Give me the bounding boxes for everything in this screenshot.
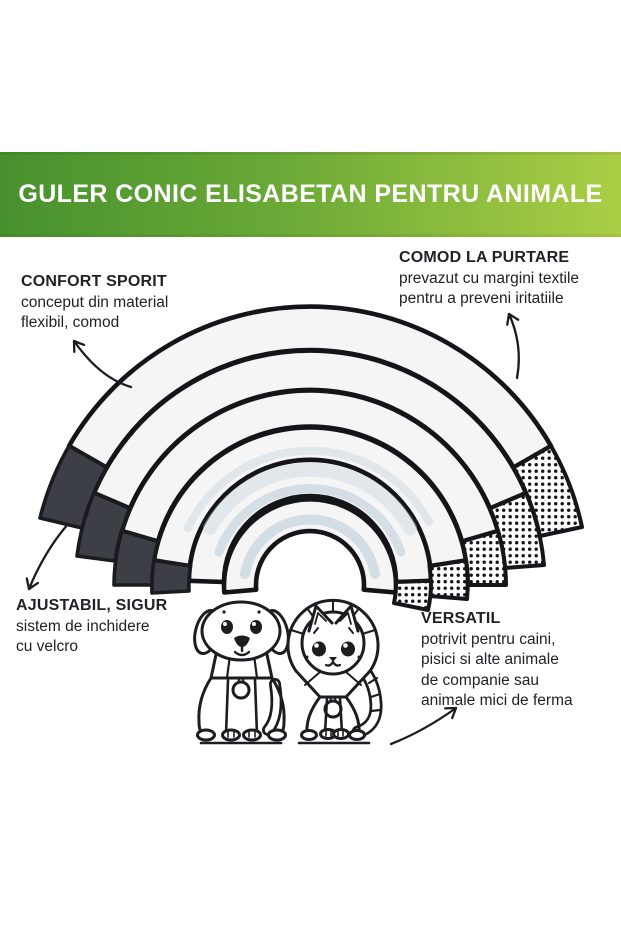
plastic-shading	[184, 446, 433, 579]
callout-line: potrivit pentru caini,	[421, 630, 556, 648]
cat-body	[305, 695, 322, 736]
callout-heading: CONFORT SPORIT	[21, 273, 167, 290]
dog-head	[200, 600, 282, 662]
cat-ear	[334, 604, 360, 633]
dog-body	[197, 676, 213, 738]
callout-heading: COMOD LA PURTARE	[399, 249, 570, 266]
callout-line: cu velcro	[16, 638, 79, 655]
velcro-tab-dotted	[427, 558, 470, 601]
velcro-loop-tabs	[392, 444, 584, 612]
cat-face	[305, 641, 361, 662]
cone-collar-fan-illustration	[38, 304, 584, 612]
callout-line: sistem de inchidere	[16, 617, 150, 635]
dog-face	[221, 610, 262, 647]
callout-ajustabil: AJUSTABIL, SIGUR sistem de inchidere cu …	[16, 596, 167, 658]
callout-line: animale mici de ferma	[421, 692, 573, 709]
callout-heading: AJUSTABIL, SIGUR	[16, 597, 168, 614]
callout-line: de companie sau	[421, 671, 540, 689]
callout-heading: VERSATIL	[421, 610, 501, 627]
arrow-to-confort	[72, 339, 133, 389]
dog-in-cone-illustration	[193, 600, 290, 745]
dog-paws	[196, 728, 287, 742]
arrow-to-ajustabil	[25, 522, 70, 591]
cat-tail-stripes	[367, 676, 382, 713]
velcro-tab-dark	[150, 558, 193, 595]
callout-confort: CONFORT SPORIT conceput din material fle…	[21, 272, 168, 334]
callout-line: pentru a preveni iritatiile	[399, 290, 564, 307]
callout-line: flexibil, comod	[21, 314, 120, 331]
arrow-to-comod	[506, 312, 520, 380]
callout-line: pisici si alte animale	[421, 651, 559, 668]
velcro-tab-dotted	[392, 578, 434, 612]
callout-versatil: VERSATIL potrivit pentru caini, pisici s…	[421, 609, 573, 712]
callout-line: prevazut cu margini textile	[399, 269, 580, 287]
velcro-tab-dotted	[511, 444, 584, 538]
velcro-tab-dark	[75, 491, 132, 563]
velcro-hook-tabs	[38, 444, 193, 595]
page-title: GULER CONIC ELISABETAN PENTRU ANIMALE	[18, 180, 603, 208]
arrow-to-versatil	[389, 706, 458, 746]
callout-line: conceput din material	[21, 293, 169, 311]
title-banner: GULER CONIC ELISABETAN PENTRU ANIMALE	[0, 152, 621, 237]
dog-tag	[231, 680, 251, 700]
cat-in-cone-illustration	[286, 598, 383, 745]
cat-paws	[300, 728, 366, 741]
callout-comod: COMOD LA PURTARE prevazut cu margini tex…	[399, 248, 579, 310]
